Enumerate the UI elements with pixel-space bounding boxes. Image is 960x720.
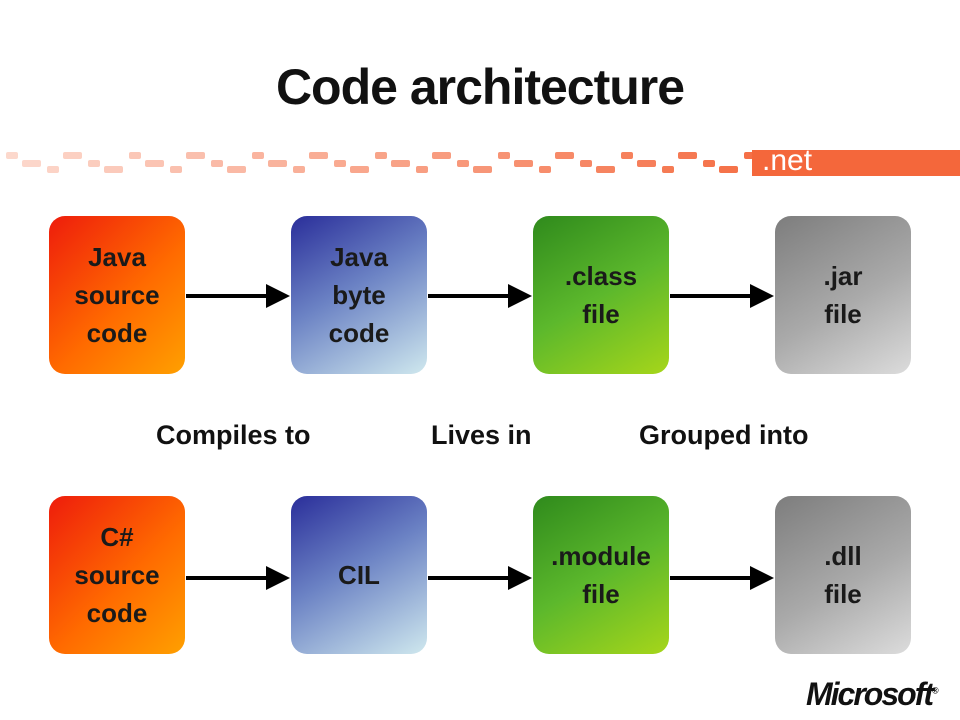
band-dash xyxy=(596,166,615,173)
band-dash xyxy=(662,166,674,173)
band-dash xyxy=(129,152,141,159)
band-dash xyxy=(6,152,18,159)
band-dash xyxy=(457,160,469,167)
band-dash xyxy=(621,152,633,159)
jar-file-box: .jar file xyxy=(775,216,911,374)
box-label: CIL xyxy=(338,560,380,590)
band-dash xyxy=(252,152,264,159)
cil-box: CIL xyxy=(291,496,427,654)
band-dash xyxy=(145,160,164,167)
dll-file-box: .dll file xyxy=(775,496,911,654)
band-dashes xyxy=(6,152,756,173)
microsoft-logo: Microsoft® xyxy=(806,676,938,713)
band-dash xyxy=(375,152,387,159)
band-dash xyxy=(391,160,410,167)
arrow-java-source-to-byte-code xyxy=(186,284,290,308)
module-file-box: .module file xyxy=(533,496,669,654)
band-dash xyxy=(555,152,574,159)
band-dash xyxy=(498,152,510,159)
band-dash xyxy=(47,166,59,173)
box-label: .jar file xyxy=(823,261,863,329)
arrow-cil-to-module-file xyxy=(428,566,532,590)
band-dash xyxy=(334,160,346,167)
band-dash xyxy=(268,160,287,167)
band-dash xyxy=(350,166,369,173)
box-label: Java byte code xyxy=(328,242,390,348)
registered-mark: ® xyxy=(932,685,938,696)
relation-lives-in: Lives in xyxy=(431,420,532,450)
slide-title: Code architecture xyxy=(275,59,685,115)
arrow-module-file-to-dll-file xyxy=(670,566,774,590)
band-dash xyxy=(63,152,82,159)
csharp-source-code-box: C# source code xyxy=(49,496,185,654)
band-dash xyxy=(211,160,223,167)
band-dash xyxy=(293,166,305,173)
band-solid-bar xyxy=(752,150,960,176)
arrow-class-file-to-jar-file xyxy=(670,284,774,308)
band-dash xyxy=(637,160,656,167)
java-source-code-box: Java source code xyxy=(49,216,185,374)
box-label: C# source code xyxy=(74,522,160,628)
band-dash xyxy=(170,166,182,173)
box-label: .dll file xyxy=(824,541,862,609)
relation-compiles-to: Compiles to xyxy=(156,420,311,450)
net-label: .net xyxy=(762,144,813,177)
java-byte-code-box: Java byte code xyxy=(291,216,427,374)
box-label: .module file xyxy=(551,541,651,609)
band-dash xyxy=(416,166,428,173)
band-dash xyxy=(539,166,551,173)
box-label: Java source code xyxy=(74,242,160,348)
band-dash xyxy=(22,160,41,167)
arrow-byte-code-to-class-file xyxy=(428,284,532,308)
band-dash xyxy=(580,160,592,167)
band-dash xyxy=(88,160,100,167)
band-dash xyxy=(719,166,738,173)
decorative-band xyxy=(6,150,960,176)
relation-grouped-into: Grouped into xyxy=(639,420,809,450)
arrow-csharp-source-to-cil xyxy=(186,566,290,590)
band-dash xyxy=(703,160,715,167)
band-dash xyxy=(104,166,123,173)
band-dash xyxy=(678,152,697,159)
logo-text: Microsoft xyxy=(806,676,934,712)
band-dash xyxy=(186,152,205,159)
box-label: .class file xyxy=(564,261,638,329)
band-dash xyxy=(309,152,328,159)
band-dash xyxy=(432,152,451,159)
band-dash xyxy=(514,160,533,167)
band-dash xyxy=(227,166,246,173)
class-file-box: .class file xyxy=(533,216,669,374)
band-dash xyxy=(473,166,492,173)
